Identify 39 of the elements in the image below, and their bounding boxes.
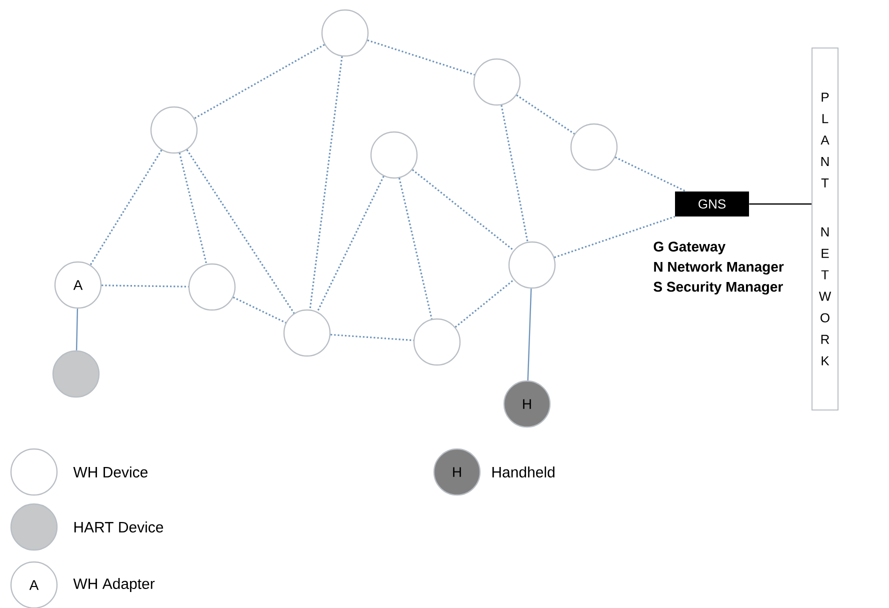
- connector-line: [330, 334, 414, 342]
- key-text: S Security Manager: [654, 281, 783, 295]
- device-circle: [413, 318, 461, 366]
- device-circle: [188, 263, 236, 311]
- connector-line: [90, 150, 162, 266]
- connector-line: [554, 216, 676, 258]
- connector-line: [316, 176, 384, 312]
- link-line: [749, 203, 812, 205]
- link-line: [76, 308, 78, 350]
- device-circle: [283, 309, 331, 357]
- key-text: N Network Manager: [654, 261, 784, 275]
- connector-line: [454, 279, 514, 328]
- connector-line: [500, 105, 528, 242]
- connector-line: [102, 284, 188, 288]
- device-circle: [473, 58, 521, 106]
- connector-line: [186, 149, 295, 314]
- connector-line: [194, 44, 325, 120]
- plant-network-box: PLANT NETWORK: [812, 48, 838, 410]
- link-line: [527, 288, 532, 380]
- connector-line: [232, 296, 286, 324]
- legend-text: Handheld: [492, 466, 554, 478]
- device-circle: [150, 106, 198, 154]
- device-circle: [570, 123, 618, 171]
- legend-text: HART Device: [74, 522, 164, 532]
- connector-line: [367, 39, 475, 76]
- legend-text: WH Device: [73, 466, 148, 478]
- connector-line: [309, 56, 343, 310]
- key-text: G Gateway: [654, 242, 726, 254]
- gateway-box: GNS: [675, 192, 749, 216]
- connector-line: [516, 94, 575, 135]
- hart-device-circle: [52, 350, 100, 398]
- connector-line: [178, 152, 208, 264]
- legend-text: WH Adapter: [73, 578, 155, 592]
- device-circle: [370, 131, 418, 179]
- device-circle: [508, 241, 556, 289]
- connector-line: [614, 156, 686, 192]
- connector-line: [398, 178, 432, 320]
- device-circle: [321, 9, 369, 57]
- connector-line: [412, 169, 514, 251]
